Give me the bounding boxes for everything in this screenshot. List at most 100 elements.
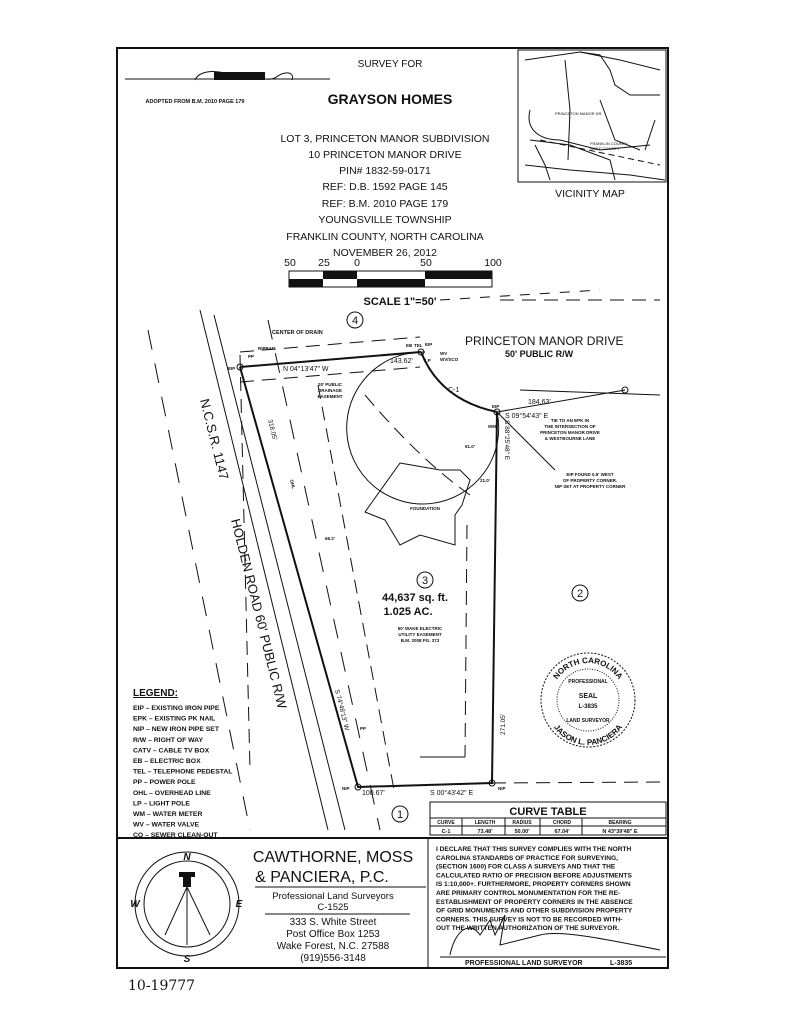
firm-address: 333 S. White Street	[290, 917, 377, 928]
scale-label: SCALE 1"=50'	[364, 296, 437, 308]
bearing-south: S 00°43'42" E	[430, 789, 474, 797]
offset-label: 68.2'	[325, 536, 335, 541]
tie-note: THE INTERSECTION OF	[544, 424, 596, 429]
offset-label: 21.0'	[480, 478, 490, 483]
bearing-east: S 88°25'48" E	[503, 420, 511, 461]
marker-label: PP	[360, 726, 366, 731]
plat-labels: 4 3 2 1 44,637 sq. ft. 1.025 AC. CENTER …	[228, 311, 626, 823]
certification-line: OF GRID MONUMENTS AND OTHER SUBDIVISION …	[436, 908, 633, 915]
client-name: GRAYSON HOMES	[328, 91, 453, 107]
legend-item: OHL – OVERHEAD LINE	[133, 790, 211, 797]
scale-tick: 0	[354, 257, 360, 269]
firm-address: Post Office Box 1253	[286, 929, 380, 940]
drainage-easement-label: DRAINAGE	[318, 388, 342, 393]
vicinity-map-title: VICINITY MAP	[555, 188, 625, 200]
road-rw: 50' PUBLIC R/W	[505, 349, 574, 359]
drainage-easement-label: EASEMENT	[317, 394, 342, 399]
survey-date: NOVEMBER 26, 2012	[333, 247, 437, 259]
compass-logo: N E S W	[130, 851, 243, 965]
firm-phone: (919)556-3148	[300, 953, 366, 964]
compass-east: E	[236, 899, 243, 910]
marker-label: EIP	[228, 366, 235, 371]
scale-tick: 25	[318, 257, 330, 269]
certification-line: OUT THE WRITTEN AUTHORIZATION OF THE SUR…	[436, 925, 619, 932]
surveyor-signature	[449, 914, 661, 956]
surveyor-seal: NORTH CAROLINA JASON L. PANCIERA PROFESS…	[540, 652, 636, 748]
firm-name: CAWTHORNE, MOSS	[253, 849, 413, 866]
legend-item: EIP – EXISTING IRON PIPE	[133, 705, 220, 712]
utility-easement-label: B.M. 2008 PG. 373	[401, 638, 440, 643]
svg-text:NORTH CAROLINA: NORTH CAROLINA	[551, 656, 624, 681]
legend-item: TEL – TELEPHONE PEDESTAL	[133, 769, 232, 776]
firm-license: C-1525	[317, 902, 348, 913]
bearing-north: N 04°13'47" W	[283, 365, 329, 373]
scale-bar: 50 25 0 50 100 SCALE 1"=50'	[284, 257, 502, 308]
legend-item: PP – POWER POLE	[133, 779, 196, 786]
property-boundary	[236, 348, 666, 791]
firm-address: Wake Forest, N.C. 27588	[277, 941, 390, 952]
curve-table-cell: 50.00'	[514, 829, 530, 835]
curve-table-cell: C-1	[442, 829, 451, 835]
curve-table-header: BEARING	[608, 820, 631, 826]
offset-label: 51.0'	[465, 444, 475, 449]
legend-item: EPK – EXISTING PK NAIL	[133, 716, 215, 723]
certification-line: ESTABLISHMENT OF PROPERTY CORNERS IN THE…	[436, 899, 633, 906]
legend-item: WM – WATER METER	[133, 811, 202, 818]
certification: PROFESSIONAL LAND SURVEYOR L-3835 I DECL…	[436, 846, 666, 967]
lot-description: LOT 3, PRINCETON MANOR SUBDIVISION	[280, 133, 489, 145]
firm-description: Professional Land Surveyors	[272, 891, 394, 902]
marker-label: PP	[248, 354, 254, 359]
survey-for-label: SURVEY FOR	[358, 59, 423, 70]
curve-table-header: LENGTH	[475, 820, 496, 826]
marker-label: EIP	[492, 404, 499, 409]
certification-line: CALCULATED RATIO OF PRECISION BEFORE ADJ…	[436, 872, 632, 879]
legend-item: LP – LIGHT POLE	[133, 800, 190, 807]
compass-south: S	[184, 954, 191, 965]
eip-note: EIP FOUND 0.6' WEST	[566, 472, 613, 477]
lot-area-sqft: 44,637 sq. ft.	[382, 592, 448, 604]
seal-profession: LAND SURVEYOR	[566, 718, 610, 724]
certification-line: IS 1:10,000+. FURTHERMORE, PROPERTY CORN…	[436, 881, 631, 888]
marker-label: NIP	[342, 786, 350, 791]
curve-table-title: CURVE TABLE	[509, 806, 586, 818]
pin-number: PIN# 1832-59-0171	[339, 165, 431, 177]
distance-east: 271.05'	[500, 714, 507, 735]
vicinity-label: FRANKLIN COUNTY	[590, 141, 628, 146]
distance-tie: 184.63'	[528, 399, 551, 406]
lot-number: 4	[352, 315, 358, 327]
legend-item: NIP – NEW IRON PIPE SET	[133, 726, 220, 733]
county-state: FRANKLIN COUNTY, NORTH CAROLINA	[286, 231, 483, 243]
highway-name: HOLDEN ROAD 60' PUBLIC R/W	[228, 517, 290, 711]
compass-north: N	[183, 852, 191, 863]
svg-text:JASON L. PANCIERA: JASON L. PANCIERA	[552, 723, 624, 747]
handwritten-file-number: 10-19777	[128, 978, 195, 994]
marker-label: OHL	[289, 479, 296, 490]
scale-tick: 50	[284, 257, 296, 269]
tie-note: TIE TO AN EPK IN	[551, 418, 589, 423]
seal-label: SEAL	[579, 693, 598, 700]
curve-table-cell: N 43°39'48" E	[602, 829, 637, 835]
marker-label: WV	[440, 351, 447, 356]
township: YOUNGSVILLE TOWNSHIP	[318, 214, 451, 226]
marker-label: EIP	[425, 342, 432, 347]
marker-label: NIP	[498, 786, 506, 791]
legend-item: CATV – CABLE TV BOX	[133, 747, 210, 754]
utility-easement-label: UTILITY EASEMENT	[398, 632, 441, 637]
certification-line: ARE PRIMARY CONTROL MONUMENTATION FOR TH…	[436, 890, 620, 897]
lot-number: 2	[577, 588, 583, 600]
certification-line: CORNERS. THIS SURVEY IS NOT TO BE RECORD…	[436, 916, 622, 923]
marker-label: WV/SCO	[440, 357, 459, 362]
curve-table-header: CHORD	[553, 820, 572, 826]
surveyor-tripod-icon	[164, 872, 211, 945]
eip-note: OF PROPERTY CORNER.	[563, 478, 617, 483]
lot-number: 3	[422, 575, 428, 587]
compass-west: W	[130, 899, 141, 910]
marker-label: LP	[425, 358, 431, 363]
property-info: LOT 3, PRINCETON MANOR SUBDIVISION 10 PR…	[280, 133, 489, 259]
certification-line: (SECTION 1600) FOR CLASS A SURVEYS AND T…	[436, 864, 616, 871]
seal-profession: PROFESSIONAL	[568, 679, 607, 685]
highway-id: N.C.S.R. 1147	[197, 397, 232, 481]
